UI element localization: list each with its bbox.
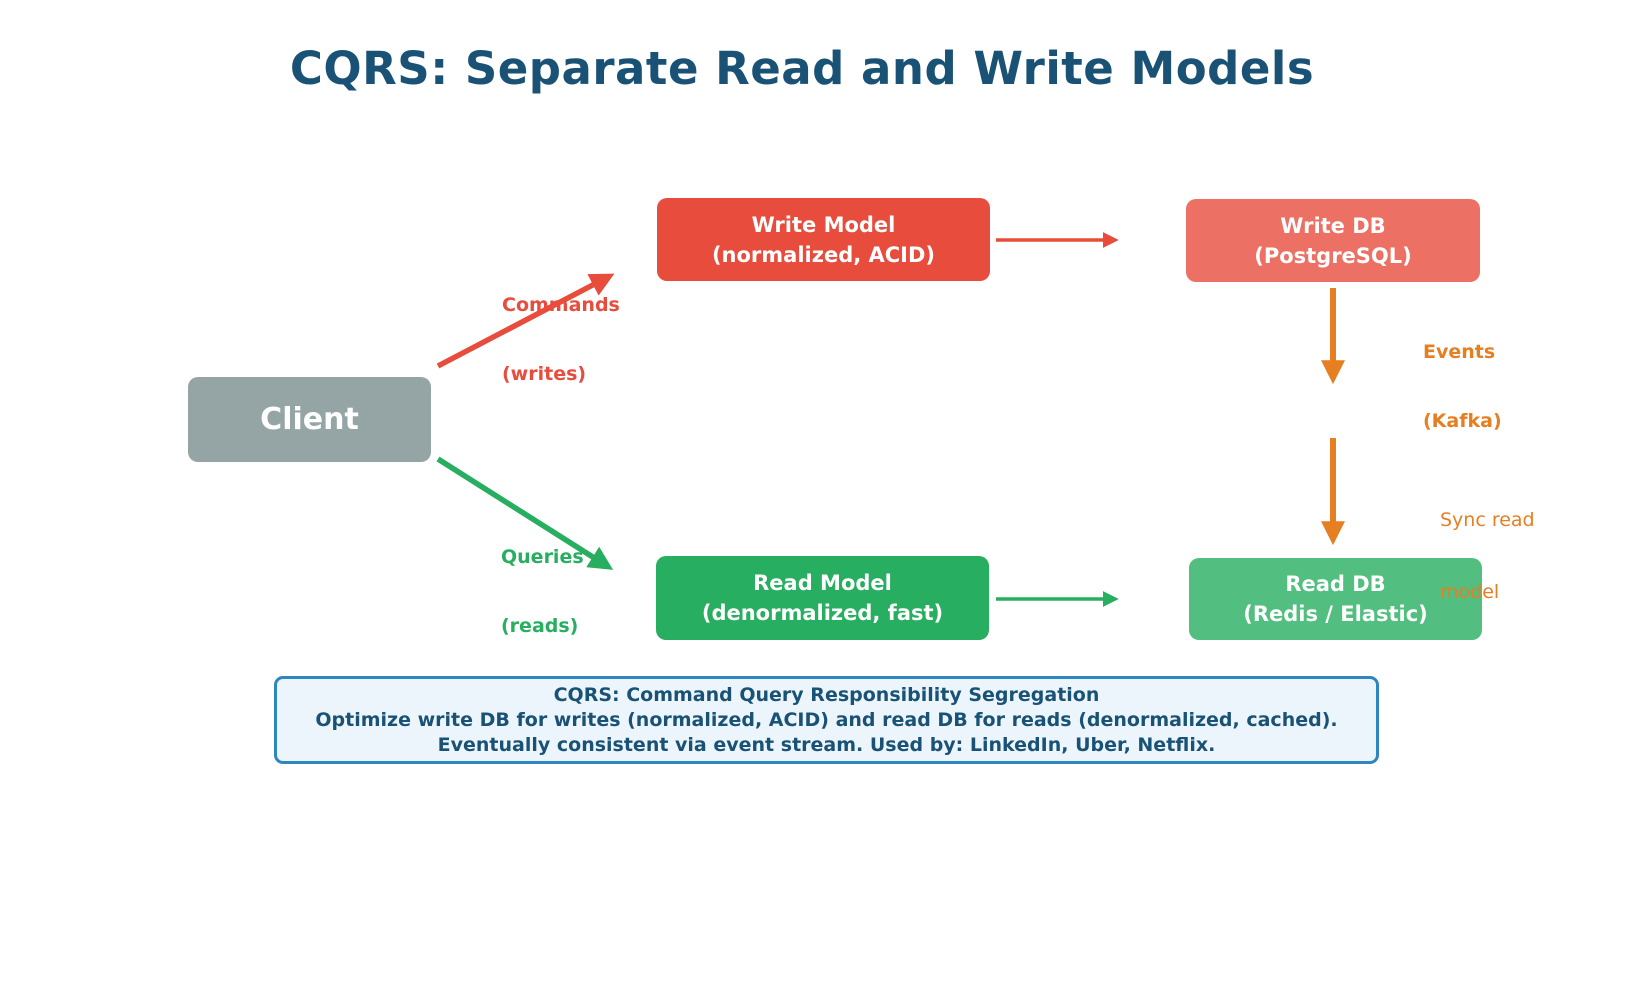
- read-db-node: Read DB (Redis / Elastic): [1189, 558, 1482, 640]
- write-db-label-line1: Write DB: [1280, 213, 1386, 238]
- read-model-label-line2: (denormalized, fast): [701, 601, 944, 625]
- sync-label-line2: model: [1440, 581, 1500, 603]
- note-line1: CQRS: Command Query Responsibility Segre…: [553, 683, 1100, 706]
- read-model-label-line1: Read Model: [753, 571, 892, 595]
- commands-label-line1: Commands: [502, 294, 620, 316]
- read-db-label-line1: Read DB: [1285, 572, 1386, 596]
- client-node: Client: [188, 377, 431, 462]
- commands-edge-label: Commands (writes): [502, 248, 620, 432]
- events-label-line1: Events: [1423, 341, 1496, 363]
- events-edge-label: Events (Kafka): [1423, 295, 1502, 479]
- queries-label-line1: Queries: [501, 546, 584, 568]
- write-db-label-line2: (PostgreSQL): [1254, 243, 1412, 268]
- read-db-label-line2: (Redis / Elastic): [1243, 602, 1428, 626]
- commands-label-line2: (writes): [502, 363, 587, 385]
- write-db-node: Write DB (PostgreSQL): [1186, 199, 1480, 282]
- write-model-node: Write Model (normalized, ACID): [657, 198, 990, 281]
- note-line2: Optimize write DB for writes (normalized…: [315, 708, 1338, 731]
- read-model-node: Read Model (denormalized, fast): [656, 556, 989, 640]
- events-label-line2: (Kafka): [1423, 410, 1502, 432]
- write-model-label-line1: Write Model: [751, 212, 896, 237]
- queries-edge-label: Queries (reads): [501, 500, 584, 684]
- diagram-title: CQRS: Separate Read and Write Models: [289, 42, 1315, 95]
- sync-edge-label: Sync read model: [1440, 460, 1535, 652]
- summary-note-box: CQRS: Command Query Responsibility Segre…: [274, 676, 1379, 764]
- client-node-label: Client: [260, 401, 359, 437]
- note-line3: Eventually consistent via event stream. …: [437, 733, 1216, 756]
- sync-label-line1: Sync read: [1440, 509, 1535, 531]
- write-model-label-line2: (normalized, ACID): [711, 242, 936, 267]
- queries-label-line2: (reads): [501, 615, 579, 637]
